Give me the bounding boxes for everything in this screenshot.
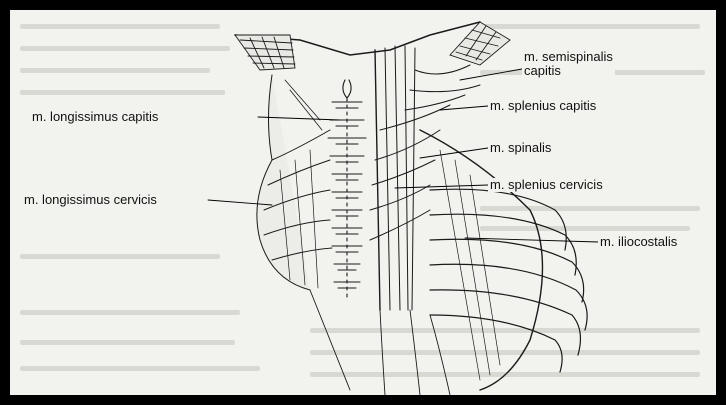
- hatched-flap-left: [235, 35, 295, 70]
- label-semispinalis-line1: m. semispinalis: [524, 50, 613, 64]
- vertebral-column: [328, 80, 366, 300]
- label-splenius-capitis: m. splenius capitis: [488, 99, 598, 113]
- label-iliocostalis: m. iliocostalis: [598, 235, 679, 249]
- right-muscle-strands: [370, 46, 480, 310]
- label-longissimus-capitis: m. longissimus capitis: [30, 110, 160, 124]
- label-semispinalis-capitis: m. semispinalis capitis: [522, 50, 615, 78]
- left-muscle-mass: [257, 75, 332, 290]
- label-longissimus-cervicis: m. longissimus cervicis: [22, 193, 159, 207]
- figure-frame: m. semispinalis capitis m. splenius capi…: [10, 10, 716, 395]
- label-semispinalis-line2: capitis: [524, 64, 613, 78]
- hatched-flap-right: [450, 22, 510, 65]
- label-splenius-cervicis: m. splenius cervicis: [488, 178, 605, 192]
- label-spinalis: m. spinalis: [488, 141, 553, 155]
- ribcage-right: [420, 130, 587, 390]
